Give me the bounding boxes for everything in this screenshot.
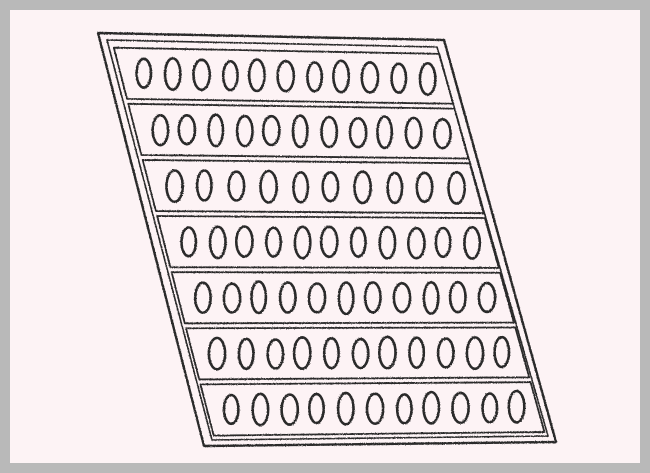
oval-mark: [209, 115, 223, 146]
oval-mark: [249, 60, 264, 91]
row-box: [157, 216, 499, 268]
oval-mark: [268, 340, 283, 369]
oval-mark: [209, 338, 225, 369]
oval-mark: [409, 338, 423, 368]
oval-mark: [266, 228, 280, 257]
oval-mark: [333, 61, 348, 92]
oval-mark: [392, 64, 406, 93]
oval-mark: [483, 394, 497, 423]
oval-mark: [397, 394, 411, 423]
oval-mark: [236, 227, 252, 257]
oval-mark: [179, 115, 195, 144]
oval-mark: [420, 63, 435, 94]
oval-mark: [353, 339, 368, 368]
oval-mark: [479, 283, 495, 312]
oval-mark: [495, 337, 509, 367]
oval-mark: [324, 338, 338, 368]
oval-mark: [434, 119, 450, 148]
oval-mark: [450, 282, 465, 312]
oval-mark: [424, 282, 438, 313]
oval-mark: [224, 284, 240, 313]
oval-mark: [339, 283, 353, 314]
oval-mark: [282, 395, 298, 425]
oval-mark: [323, 172, 338, 201]
oval-mark: [355, 172, 371, 203]
oval-mark: [153, 115, 168, 145]
oval-mark: [362, 62, 378, 92]
oval-mark: [438, 339, 453, 368]
oval-mark: [194, 60, 210, 90]
oval-mark: [408, 228, 424, 258]
oval-mark: [380, 227, 395, 258]
oval-mark: [239, 339, 253, 369]
oval-mark: [229, 172, 244, 201]
oval-mark: [224, 395, 238, 424]
oval-mark: [253, 394, 268, 425]
oval-mark: [367, 394, 383, 424]
row-box: [186, 327, 529, 379]
oval-mark: [394, 283, 410, 312]
oval-mark: [467, 337, 483, 368]
oval-mark: [321, 227, 337, 257]
oval-mark: [165, 58, 180, 89]
oval-mark: [309, 394, 323, 423]
oval-mark: [263, 116, 279, 145]
oval-mark: [197, 170, 211, 200]
oval-mark: [417, 173, 432, 202]
oval-mark: [278, 61, 294, 91]
oval-mark: [307, 63, 321, 92]
oval-mark: [280, 283, 295, 313]
oval-mark: [167, 170, 183, 201]
oval-mark: [509, 391, 524, 422]
oval-mark: [377, 117, 391, 148]
oval-mark: [406, 118, 421, 148]
oval-mark: [237, 116, 252, 146]
oval-mark: [261, 171, 277, 202]
oval-mark: [210, 227, 225, 258]
oval-mark: [388, 173, 402, 203]
oval-mark: [309, 284, 325, 313]
oval-mark: [293, 116, 307, 147]
oval-mark: [182, 228, 196, 257]
oval-mark: [294, 337, 310, 368]
oval-mark: [322, 117, 337, 147]
oval-mark: [424, 392, 439, 423]
oval-mark: [351, 228, 365, 257]
oval-mark: [223, 61, 237, 90]
oval-mark: [365, 282, 380, 312]
oval-mark: [449, 172, 465, 203]
oval-mark: [338, 393, 353, 424]
oval-mark: [379, 337, 395, 368]
oval-mark: [350, 118, 366, 147]
oval-mark: [137, 59, 151, 88]
oval-mark: [195, 283, 210, 313]
oval-mark: [252, 282, 266, 313]
oval-mark: [294, 172, 308, 202]
oval-mark: [295, 227, 310, 258]
oval-mark: [464, 227, 479, 258]
oval-mark: [436, 228, 450, 257]
oval-mark: [452, 393, 468, 423]
